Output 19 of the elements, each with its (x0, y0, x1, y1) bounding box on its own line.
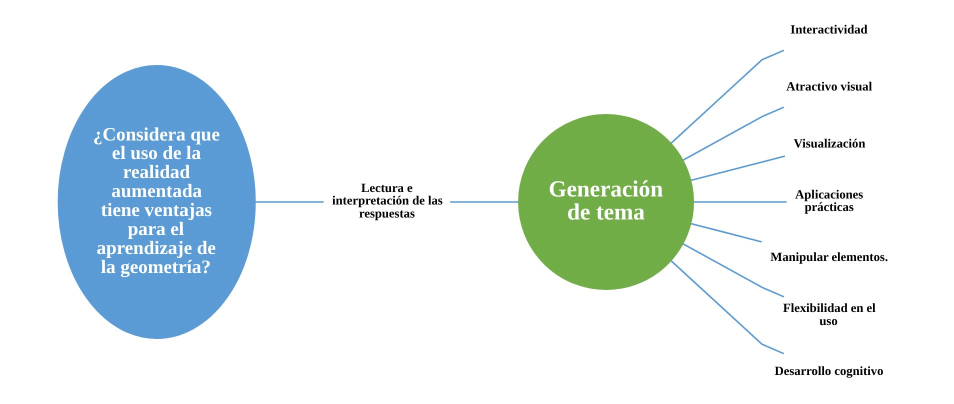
connector (682, 243, 784, 298)
node-text: Aplicaciones prácticas (795, 187, 864, 214)
node-text: Desarrollo cognitivo (774, 364, 884, 378)
connector (670, 50, 784, 144)
node-text: Atractivo visual (786, 79, 872, 94)
node-text: Lectura e interpretación de las respuestas (332, 181, 443, 220)
node-ellipse: ¿Considera que el uso de la realidad aumentada tiene ventajas para el aprendizaje de la geometría? (58, 65, 256, 339)
node-text: Manipular elementos. (770, 250, 888, 264)
connector (450, 201, 519, 203)
node-text: Visualización (794, 136, 866, 150)
connector (256, 201, 324, 203)
connector (682, 106, 784, 161)
node-text: Interactividad (790, 22, 868, 37)
node-circle: Generación de tema (518, 114, 694, 290)
node-text: Flexibilidad en el uso (783, 301, 876, 328)
connector (694, 201, 787, 203)
connector (670, 260, 784, 354)
connector (690, 222, 762, 243)
connector (690, 155, 786, 182)
